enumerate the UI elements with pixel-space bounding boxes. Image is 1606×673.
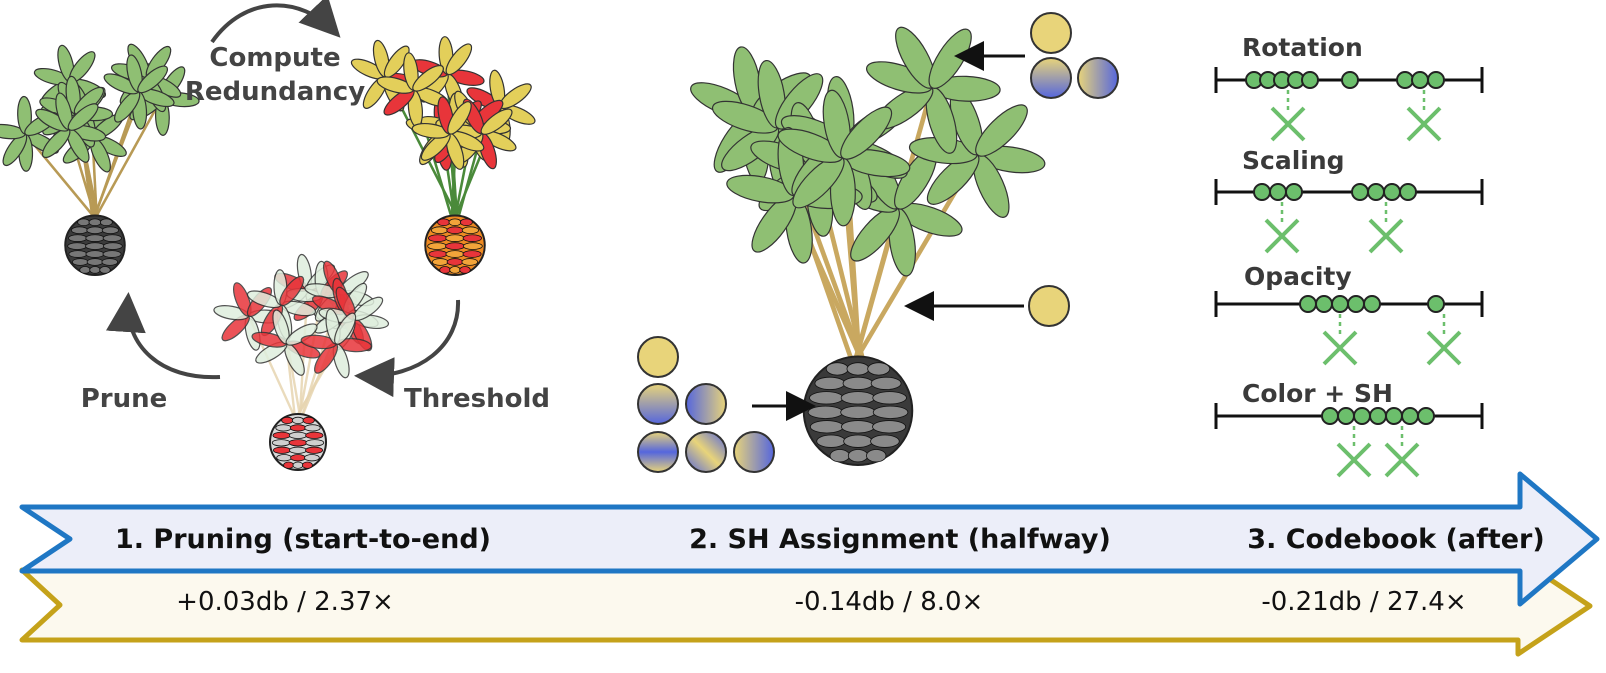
- cycle-arrow-top: [210, 0, 341, 44]
- centroid-x-icon: [1264, 218, 1300, 254]
- sample-point: [1321, 407, 1339, 425]
- centroid-x-icon: [1336, 442, 1372, 478]
- sample-point: [1301, 71, 1319, 89]
- quant-label: Scaling: [1242, 146, 1345, 175]
- centroid-x-icon: [1384, 442, 1420, 478]
- sample-point: [1315, 295, 1333, 313]
- sample-point: [1396, 71, 1414, 89]
- sh-degree1-circle: [1077, 57, 1119, 99]
- quant-label: Color + SH: [1242, 379, 1393, 408]
- plant-sh-assignment-icon: [690, 26, 1046, 466]
- centroid-x-icon: [1322, 330, 1358, 366]
- plant-redundancy-icon: [350, 36, 536, 276]
- stage-title-sh-assignment: 2. SH Assignment (halfway): [689, 524, 1111, 555]
- sh-degree0-circle: [1030, 12, 1072, 54]
- sh-degree2-circle: [733, 431, 775, 473]
- sample-point: [1337, 407, 1355, 425]
- stage-metric-pruning: +0.03db / 2.37×: [176, 587, 394, 617]
- sample-point: [1367, 183, 1385, 201]
- sh-degree1-circle: [1030, 57, 1072, 99]
- stage-title-codebook: 3. Codebook (after): [1247, 524, 1544, 555]
- stage-metric-sh-assignment: -0.14db / 8.0×: [795, 587, 984, 617]
- quant-label: Opacity: [1244, 262, 1352, 291]
- sh-degree2-circle: [637, 431, 679, 473]
- sample-point: [1351, 183, 1369, 201]
- compute-label-line1: Compute: [209, 43, 340, 73]
- sample-point: [1427, 295, 1445, 313]
- sample-point: [1401, 407, 1419, 425]
- sh-degree2-circle: [685, 431, 727, 473]
- sample-point: [1383, 183, 1401, 201]
- prune-label: Prune: [81, 384, 168, 414]
- sample-point: [1353, 407, 1371, 425]
- stages-arrow: [19, 471, 1600, 607]
- centroid-x-icon: [1270, 106, 1306, 142]
- quant-row: Opacity: [1214, 262, 1484, 366]
- sample-point: [1299, 295, 1317, 313]
- sample-point: [1427, 71, 1445, 89]
- sample-point: [1385, 407, 1403, 425]
- sh-degree1-circle: [685, 383, 727, 425]
- sample-point: [1417, 407, 1435, 425]
- sample-point: [1341, 71, 1359, 89]
- sample-point: [1399, 183, 1417, 201]
- sample-point: [1285, 183, 1303, 201]
- sample-point: [1269, 183, 1287, 201]
- stage-title-pruning: 1. Pruning (start-to-end): [115, 524, 491, 555]
- sh-degree1-circle: [637, 383, 679, 425]
- centroid-x-icon: [1368, 218, 1404, 254]
- sample-point: [1411, 71, 1429, 89]
- cycle-arrow-left: [105, 292, 221, 380]
- quant-row: Rotation: [1214, 33, 1484, 142]
- sample-point: [1347, 295, 1365, 313]
- sample-point: [1363, 295, 1381, 313]
- quant-label: Rotation: [1242, 33, 1363, 62]
- sample-point: [1369, 407, 1387, 425]
- cycle-arrow-right: [354, 299, 461, 398]
- sample-point: [1331, 295, 1349, 313]
- sample-point: [1253, 183, 1271, 201]
- compute-label-line2: Redundancy: [185, 77, 365, 107]
- centroid-x-icon: [1406, 106, 1442, 142]
- plant-pruned-icon: [213, 253, 390, 471]
- centroid-x-icon: [1426, 330, 1462, 366]
- sh-degree0-circle: [1028, 285, 1070, 327]
- codebook-quantization-panel: Rotation Scaling Opacity Color + SH: [1214, 33, 1484, 478]
- plant-original-icon: [0, 43, 200, 276]
- stage-metric-codebook: -0.21db / 27.4×: [1261, 587, 1466, 617]
- threshold-label: Threshold: [404, 384, 550, 414]
- quant-row: Color + SH: [1214, 379, 1484, 478]
- quant-row: Scaling: [1214, 146, 1484, 254]
- sh-degree0-circle: [637, 336, 679, 378]
